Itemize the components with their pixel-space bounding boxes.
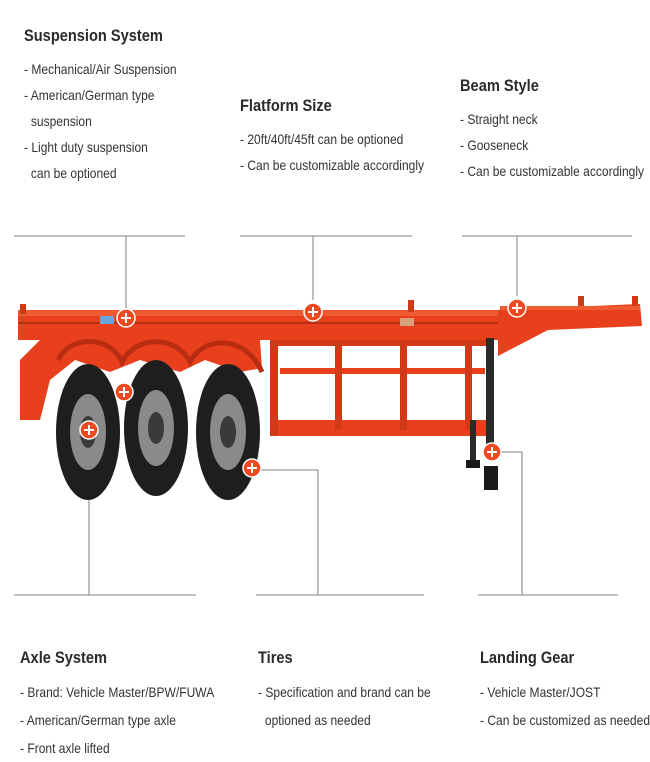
landing-gear-title: Landing Gear (480, 648, 575, 667)
tires-list: Specification and brand can be optioned … (258, 678, 459, 734)
plus-marker-icon (79, 420, 99, 440)
wheel-3 (196, 364, 260, 500)
flatform-size-block: Flatform Size 20ft/40ft/45ft can be opti… (240, 96, 454, 178)
top-callout-lines (14, 235, 632, 308)
axle-line: Front axle lifted (20, 734, 214, 762)
flatform-line: Can be customizable accordingly (240, 152, 424, 178)
axle-system-block: Axle System Brand: Vehicle Master/BPW/FU… (20, 648, 246, 762)
suspension-system-title: Suspension System (24, 26, 163, 45)
plus-marker-icon (507, 298, 527, 318)
beam-line: Straight neck (460, 106, 644, 132)
beam-line: Gooseneck (460, 132, 644, 158)
landing-line: Vehicle Master/JOST (480, 678, 650, 706)
tires-line: Specification and brand can be (258, 678, 430, 706)
suspension-line: American/German type (24, 82, 177, 108)
plus-marker-icon (482, 442, 502, 462)
plus-marker-icon (242, 458, 262, 478)
axle-system-list: Brand: Vehicle Master/BPW/FUWA American/… (20, 678, 246, 762)
plus-marker-icon (114, 382, 134, 402)
beam-line: Can be customizable accordingly (460, 158, 644, 184)
tires-block: Tires Specification and brand can be opt… (258, 648, 459, 734)
axle-line: Brand: Vehicle Master/BPW/FUWA (20, 678, 214, 706)
flatform-size-title: Flatform Size (240, 96, 332, 115)
bottom-callout-lines (14, 451, 618, 596)
flatform-size-list: 20ft/40ft/45ft can be optioned Can be cu… (240, 126, 454, 178)
suspension-system-list: Mechanical/Air Suspension American/Germa… (24, 56, 201, 186)
suspension-line: Light duty suspension (24, 134, 177, 160)
landing-gear-list: Vehicle Master/JOST Can be customized as… (480, 678, 650, 734)
suspension-line: suspension (30, 113, 92, 129)
plus-marker-icon (116, 308, 136, 328)
beam-style-title: Beam Style (460, 76, 539, 95)
suspension-line: can be optioned (30, 165, 117, 181)
landing-line: Can be customized as needed (480, 706, 650, 734)
plus-marker-icon (303, 302, 323, 322)
tires-line: optioned as needed (264, 712, 371, 728)
wheel-2 (124, 360, 188, 496)
flatform-line: 20ft/40ft/45ft can be optioned (240, 126, 424, 152)
landing-gear-block: Landing Gear Vehicle Master/JOST Can be … (480, 648, 650, 734)
suspension-line: Mechanical/Air Suspension (24, 56, 177, 82)
plus-markers (79, 298, 527, 478)
axle-line: American/German type axle (20, 706, 214, 734)
tires-title: Tires (258, 648, 293, 667)
trailer-chassis (18, 296, 642, 490)
beam-style-list: Straight neck Gooseneck Can be customiza… (460, 106, 650, 184)
axle-system-title: Axle System (20, 648, 107, 667)
trailer-wheels (56, 360, 260, 500)
beam-style-block: Beam Style Straight neck Gooseneck Can b… (460, 76, 650, 184)
suspension-system-block: Suspension System Mechanical/Air Suspens… (24, 26, 201, 186)
